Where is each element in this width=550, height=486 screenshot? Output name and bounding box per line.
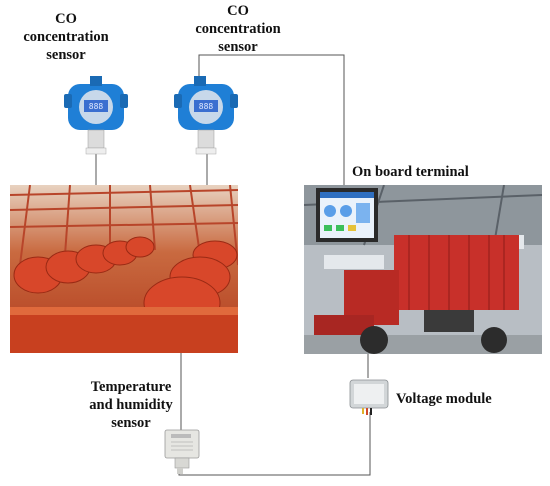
cotton-picker-photo bbox=[304, 185, 542, 354]
co-sensor-2-label: CO concentration sensor bbox=[195, 3, 281, 55]
co-sensor-1-label: CO concentration sensor bbox=[23, 11, 109, 63]
temp-humidity-sensor-icon bbox=[164, 429, 200, 474]
on-board-terminal-label: On board terminal bbox=[352, 164, 469, 180]
svg-text:888: 888 bbox=[199, 102, 214, 111]
co-sensor-1-icon: 888 bbox=[64, 76, 128, 155]
temp-humidity-sensor-label: Temperature and humidity sensor bbox=[89, 379, 173, 431]
voltage-module-label: Voltage module bbox=[396, 391, 492, 407]
voltage-module-icon bbox=[349, 379, 389, 415]
cotton-box-auger-photo bbox=[10, 185, 238, 353]
svg-text:888: 888 bbox=[89, 102, 104, 111]
co-sensor-2-icon: 888 bbox=[174, 76, 238, 155]
